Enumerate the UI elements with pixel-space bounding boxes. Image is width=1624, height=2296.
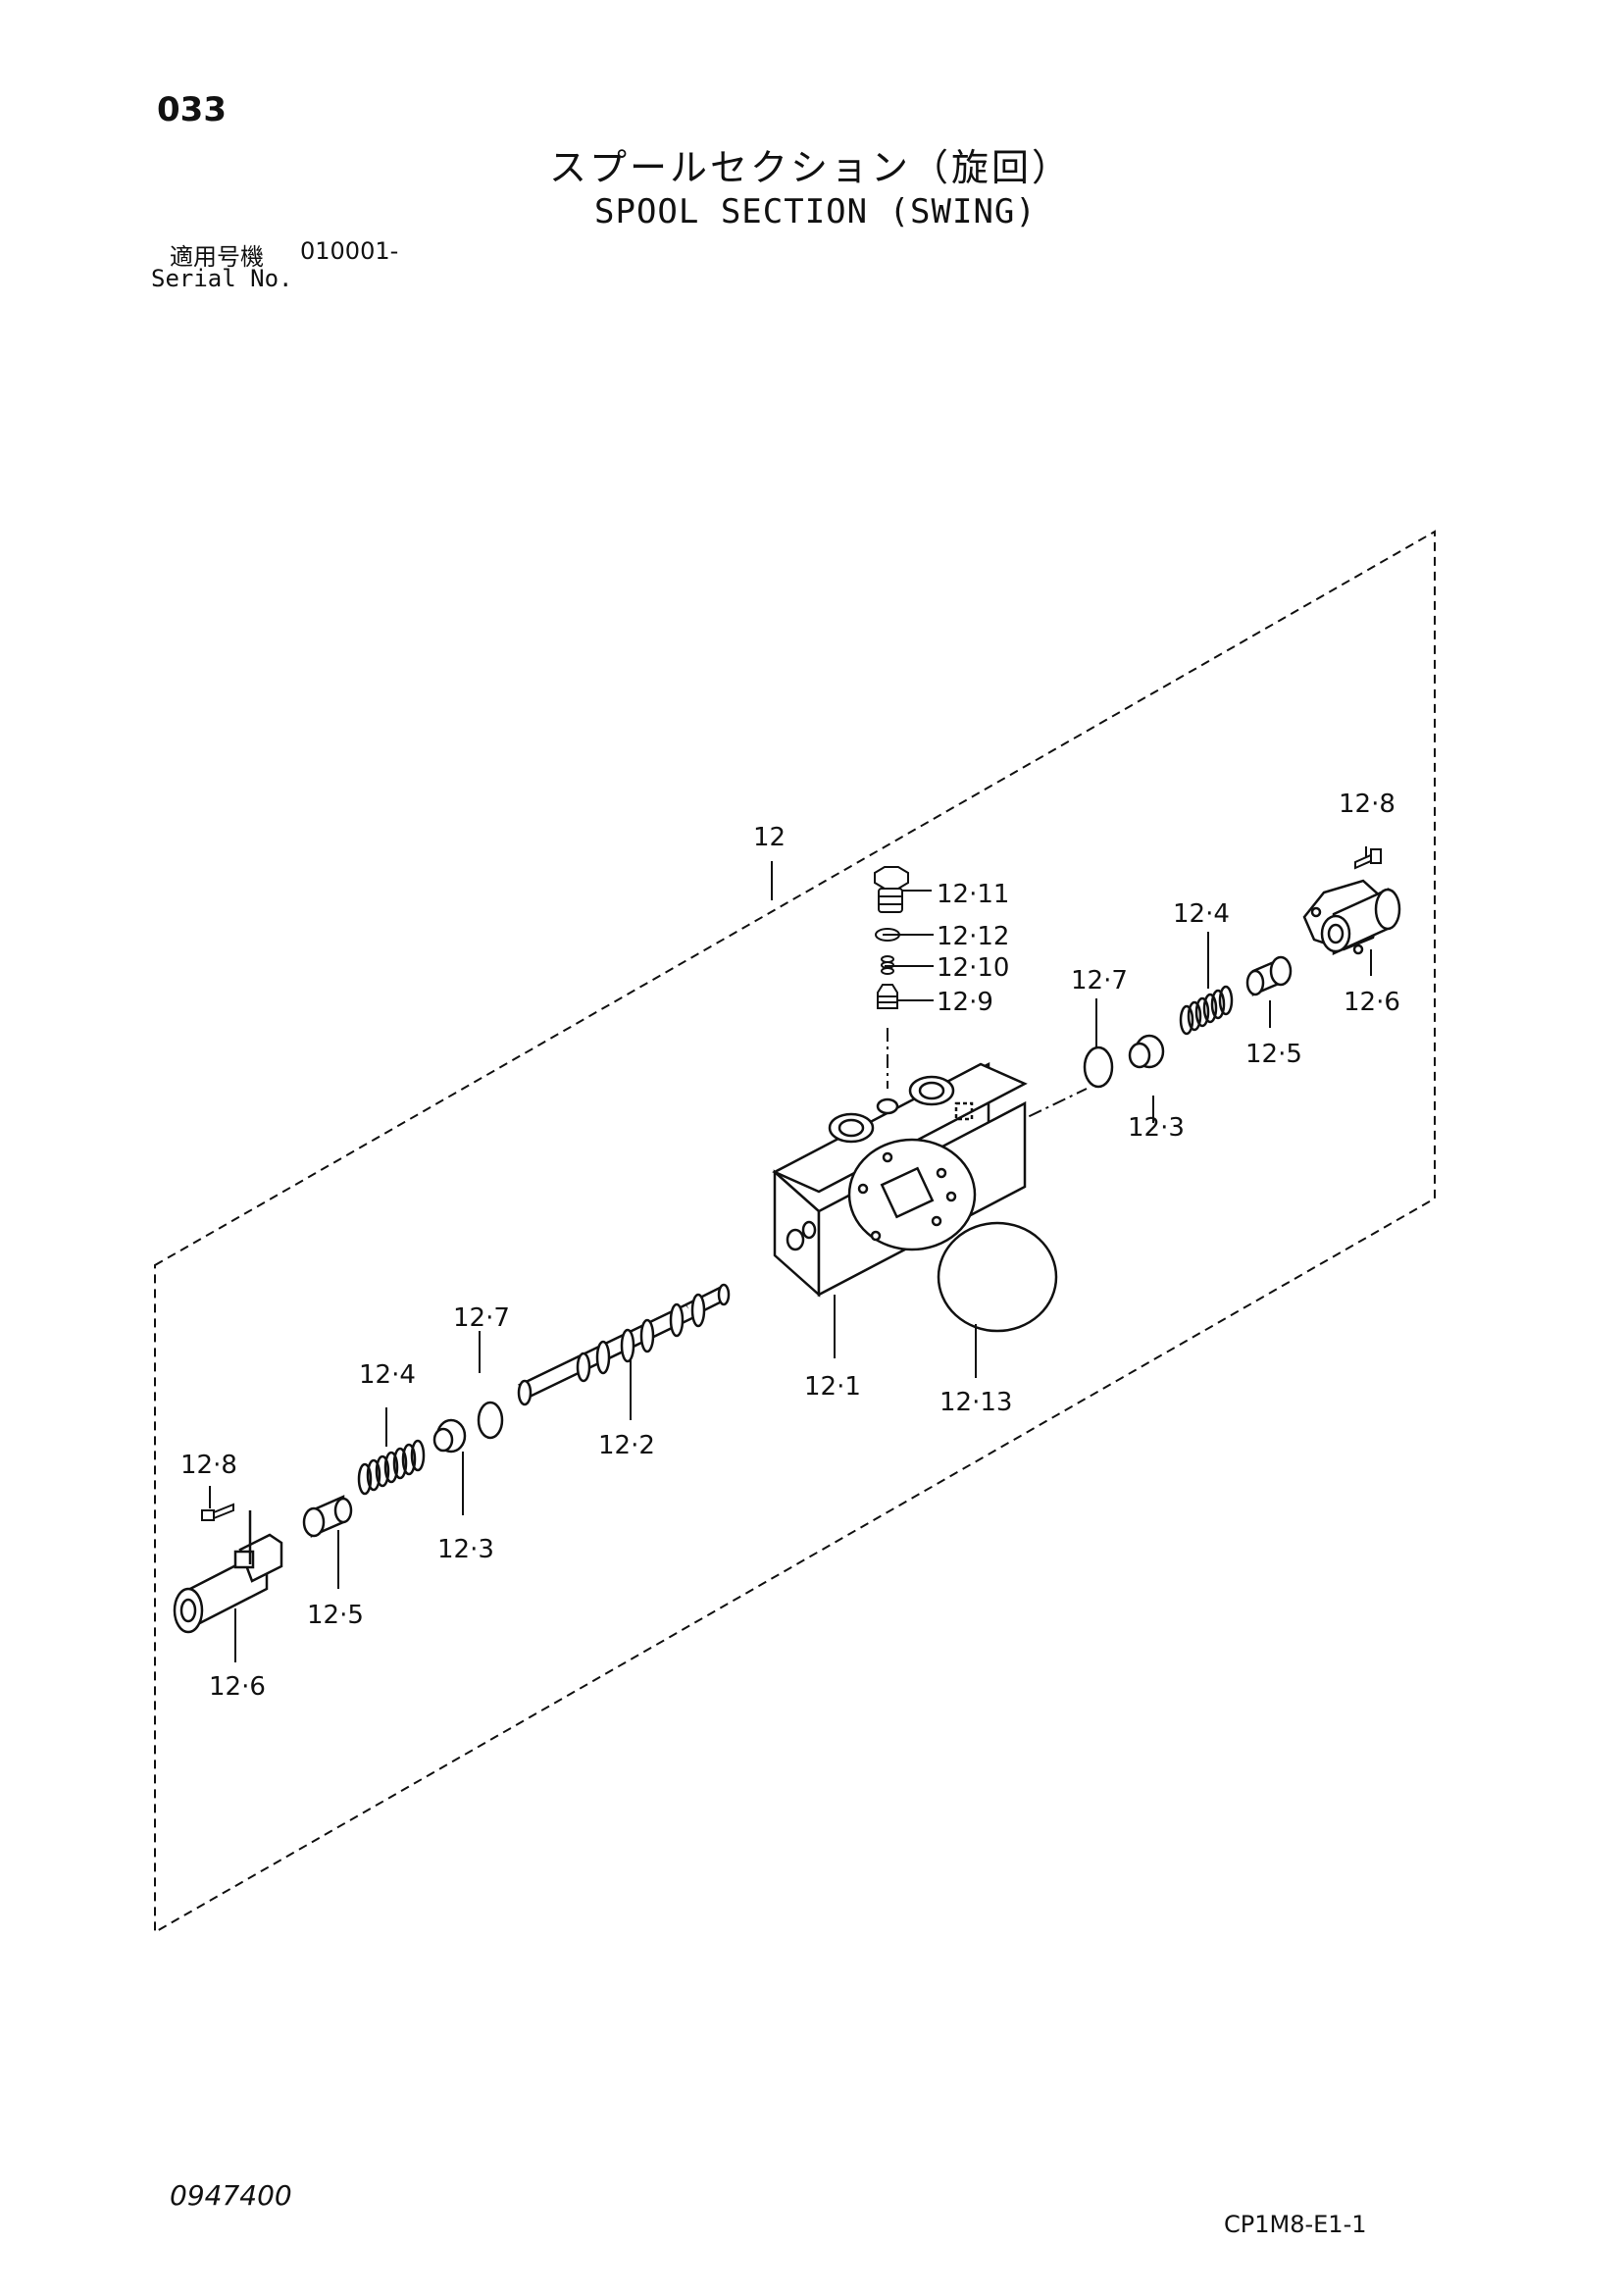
- assembly-boundary: [154, 530, 1436, 1934]
- serial-label-japanese: 適用号機: [170, 243, 264, 271]
- serial-value: 010001-: [300, 237, 399, 265]
- label-12-11: 12·11: [937, 880, 1009, 909]
- bolt-part-12-8-left: [201, 1503, 234, 1521]
- cover-part-12-6-left: [173, 1510, 283, 1634]
- label-12-7-right: 12·7: [1071, 966, 1128, 995]
- centerlines: [887, 1028, 1088, 1129]
- spool-part-12-2: [517, 1283, 731, 1406]
- label-12-13: 12·13: [939, 1388, 1012, 1417]
- o-ring-part-12-12: [875, 928, 900, 942]
- bolt-part-12-8-right: [1354, 848, 1382, 870]
- label-12-10: 12·10: [937, 953, 1009, 983]
- o-ring-part-12-7-right: [1083, 1046, 1114, 1089]
- seal-part-12-3-right: [1128, 1034, 1165, 1069]
- label-12-7-left: 12·7: [453, 1303, 510, 1333]
- label-12-9: 12·9: [937, 988, 993, 1017]
- plug-part-12-11: [874, 866, 909, 913]
- label-12-6-left: 12·6: [209, 1672, 266, 1702]
- o-ring-part-12-7-left: [477, 1401, 504, 1440]
- label-12-12: 12·12: [937, 922, 1009, 951]
- document-number: 0947400: [170, 2179, 292, 2212]
- label-12-3-left: 12·3: [437, 1535, 494, 1564]
- label-12-8-left: 12·8: [180, 1451, 237, 1480]
- label-12-4-left: 12·4: [359, 1360, 416, 1390]
- page-number: 033: [157, 90, 227, 129]
- serial-label-english: Serial No.: [151, 265, 293, 292]
- label-12-4-right: 12·4: [1173, 899, 1230, 929]
- label-12-5-left: 12·5: [307, 1601, 364, 1630]
- label-12-5-right: 12·5: [1245, 1040, 1302, 1069]
- retainer-part-12-5-left: [302, 1495, 353, 1538]
- o-ring-part-12-13: [937, 1221, 1058, 1333]
- spring-part-12-10: [881, 955, 894, 975]
- label-12-6-right: 12·6: [1344, 988, 1400, 1017]
- title-english: SPOOL SECTION (SWING): [594, 192, 1037, 231]
- poppet-part-12-9: [877, 984, 898, 1009]
- valve-housing-part-12-1: [772, 1061, 1028, 1298]
- spring-part-12-4-left: [357, 1439, 426, 1496]
- label-assembly-12: 12: [753, 823, 786, 852]
- page-code: CP1M8-E1-1: [1224, 2211, 1367, 2238]
- retainer-part-12-5-right: [1245, 955, 1293, 996]
- label-12-8-right: 12·8: [1339, 790, 1396, 819]
- seal-part-12-3-left: [432, 1418, 467, 1454]
- cover-part-12-6-right: [1302, 879, 1401, 955]
- label-12-2: 12·2: [598, 1431, 655, 1460]
- part-labels: 12 12·11 12·12 12·10 12·9 12·7 12·4 12·8…: [180, 790, 1400, 1702]
- label-12-1: 12·1: [804, 1372, 861, 1402]
- label-12-3-right: 12·3: [1128, 1113, 1185, 1143]
- title-japanese: スプールセクション（旋回）: [549, 146, 1073, 189]
- spring-part-12-4-right: [1179, 985, 1234, 1036]
